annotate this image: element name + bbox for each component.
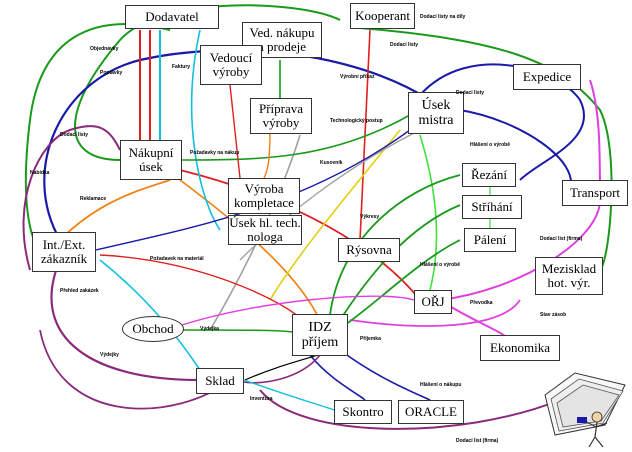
connector-line bbox=[263, 129, 271, 179]
node-usek-mistra: Úsek mistra bbox=[408, 92, 464, 134]
edge-label: Dodací list (firma) bbox=[456, 438, 499, 444]
edge-label: Požadavky na nákup bbox=[190, 150, 240, 156]
node-rysovna: Rýsovna bbox=[338, 238, 400, 262]
connector-line bbox=[243, 354, 321, 384]
node-sklad: Sklad bbox=[196, 368, 244, 394]
node-kooperant: Kooperant bbox=[350, 3, 415, 29]
connector-line bbox=[179, 329, 293, 333]
edge-label: Inventura bbox=[250, 396, 273, 402]
edge-label: Dodací listy bbox=[390, 42, 419, 48]
connector-line bbox=[359, 29, 371, 241]
node-rezani: Řezání bbox=[462, 163, 516, 187]
connector-line bbox=[329, 174, 461, 316]
edge-label: Reklamace bbox=[80, 196, 107, 202]
connector-line bbox=[59, 179, 171, 241]
connector-line bbox=[190, 29, 221, 231]
node-obchod: Obchod bbox=[122, 316, 184, 342]
node-transport: Transport bbox=[562, 180, 628, 206]
connector-line bbox=[179, 169, 421, 301]
node-idz-prijem: IDZ příjem bbox=[292, 314, 348, 356]
edge-label: Dodací listy bbox=[456, 90, 485, 96]
edge-label: Stav zásob bbox=[540, 312, 567, 318]
node-orj: OŘJ bbox=[414, 290, 452, 314]
connector-line bbox=[419, 63, 585, 181]
edge-label: Výkresy bbox=[360, 214, 380, 220]
node-usek-hlavniho-technologa: Úsek hl. tech. nologa bbox=[228, 215, 302, 245]
edge-label: Výrobní příkaz bbox=[340, 74, 375, 80]
node-mezisklad: Mezisklad hot. výr. bbox=[535, 257, 603, 295]
connector-line bbox=[309, 354, 366, 401]
connector-line bbox=[24, 23, 171, 251]
connector-line bbox=[243, 379, 335, 411]
edge-label: Hlášení o výrobě bbox=[470, 142, 511, 148]
connector-line bbox=[99, 254, 301, 319]
edge-label: Poptávky bbox=[100, 70, 123, 76]
connector-line bbox=[179, 179, 321, 321]
node-vyroba-kompletace: Výroba kompletace bbox=[228, 178, 300, 214]
node-priprava-vyroby: Příprava výroby bbox=[250, 98, 312, 134]
connector-line bbox=[339, 349, 431, 401]
edge-label: Objednávky bbox=[90, 46, 119, 52]
node-skontro: Skontro bbox=[334, 400, 392, 424]
node-ekonomika: Ekonomika bbox=[480, 335, 560, 361]
connector-line bbox=[50, 259, 201, 382]
connector-line bbox=[22, 125, 121, 271]
node-oracle: ORACLE bbox=[398, 400, 464, 424]
connector-line bbox=[459, 109, 573, 191]
edge-label: Převodka bbox=[470, 300, 493, 306]
connector-line bbox=[419, 134, 438, 291]
node-strihani: Stříhání bbox=[462, 195, 522, 219]
connector-line bbox=[259, 389, 561, 430]
connector-line bbox=[349, 299, 521, 327]
edge-label: Nabídka bbox=[30, 170, 50, 176]
document-stack-figure-icon bbox=[544, 372, 626, 448]
edge-label: Dodací listy na díly bbox=[420, 14, 466, 20]
edge-label: Přehled zakázek bbox=[60, 288, 99, 294]
edge-label: Výdejky bbox=[100, 352, 119, 358]
edge-label: Výdejka bbox=[200, 326, 219, 332]
node-dodavatel: Dodavatel bbox=[125, 5, 219, 29]
edge-label: Hlášení o nákupu bbox=[420, 382, 462, 388]
edge-label: Hlášení o výrobě bbox=[420, 262, 461, 268]
node-nakupni-usek: Nákupní úsek bbox=[120, 140, 182, 180]
node-vedouci-vyroby: Vedoucí výroby bbox=[200, 45, 262, 85]
connector-line bbox=[181, 295, 415, 326]
node-paleni: Pálení bbox=[464, 228, 516, 252]
edge-label: Technologický postup bbox=[330, 118, 383, 124]
edge-label: Kusovník bbox=[320, 160, 343, 166]
connector-line bbox=[179, 114, 411, 161]
edge-label: Faktury bbox=[172, 64, 191, 70]
node-expedice: Expedice bbox=[513, 64, 581, 90]
edge-label: Požadavek na materiál bbox=[150, 256, 204, 262]
connector-line bbox=[74, 4, 341, 161]
edge-label: Příjemka bbox=[360, 336, 381, 342]
connector-line bbox=[344, 239, 461, 326]
connector-line bbox=[229, 84, 241, 179]
node-int-ext-zakaznik: Int./Ext. zákazník bbox=[32, 232, 96, 272]
edge-label: Dodací list (firma) bbox=[540, 236, 583, 242]
edge-label: Dodací listy bbox=[60, 132, 89, 138]
